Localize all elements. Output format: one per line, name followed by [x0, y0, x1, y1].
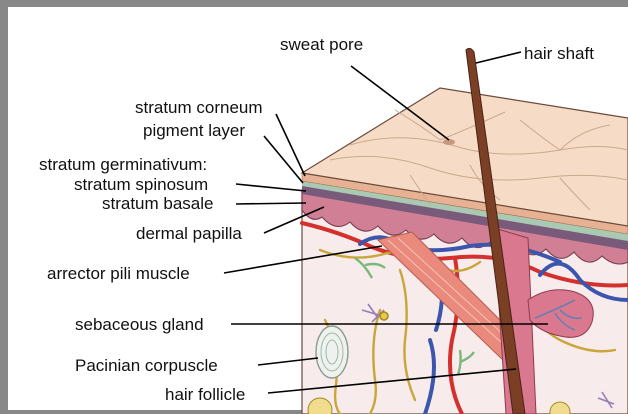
label-sweat-pore: sweat pore [280, 35, 363, 54]
label-dermal-papilla: dermal papilla [136, 224, 242, 243]
label-pigment-layer: pigment layer [143, 121, 245, 140]
label-hair-shaft: hair shaft [524, 44, 594, 63]
pacinian-corpuscle-shape [316, 326, 348, 378]
skin-illustration [302, 48, 628, 414]
label-sebaceous-gland: sebaceous gland [75, 315, 204, 334]
label-stratum-germinativum: stratum germinativum: [39, 155, 207, 174]
label-stratum-basale: stratum basale [102, 194, 214, 213]
label-arrector-pili-muscle: arrector pili muscle [47, 264, 190, 283]
label-stratum-corneum: stratum corneum [135, 98, 263, 117]
label-hair-follicle: hair follicle [165, 385, 245, 404]
label-pacinian-corpuscle: Pacinian corpuscle [75, 356, 218, 375]
label-stratum-spinosum: stratum spinosum [74, 175, 208, 194]
